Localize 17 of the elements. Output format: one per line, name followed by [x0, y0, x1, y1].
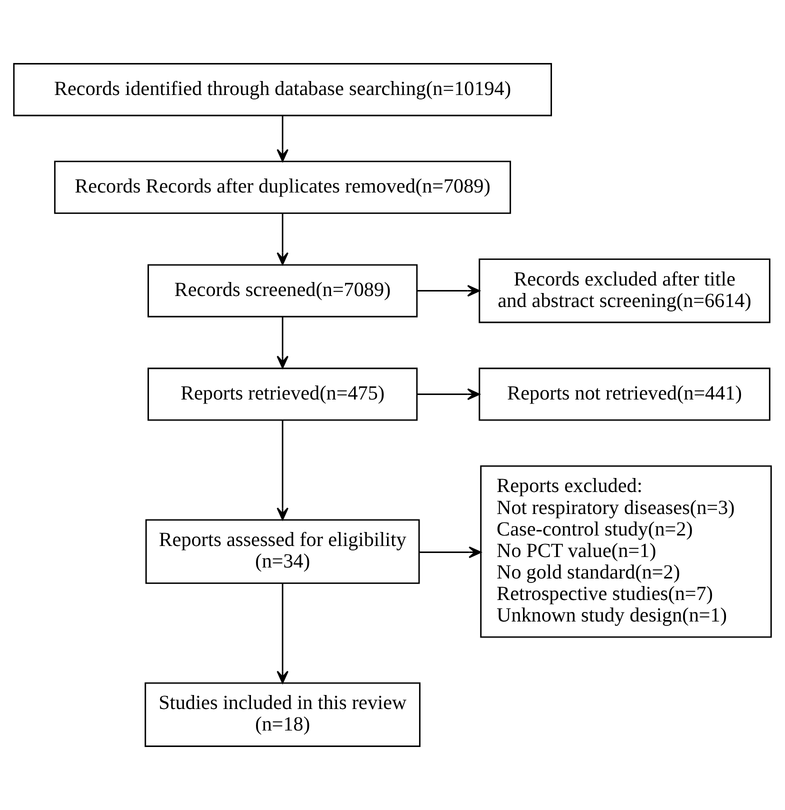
node-box: Reports retrieved(n=475) [148, 368, 418, 421]
node-box: Records Records after duplicates removed(n=7089) [54, 160, 512, 214]
node-box: Records screened(n=7089) [148, 264, 418, 318]
node-box: Records excluded after title and abstract screening(n=6614) [478, 258, 770, 324]
arrow [276, 213, 288, 266]
arrow [276, 420, 288, 520]
arrow [276, 583, 288, 684]
arrow [417, 284, 480, 297]
arrow [417, 388, 480, 400]
node-box: Records identified through database searching(n=10194) [13, 63, 552, 116]
node-box: Studies included in this review (n=18) [144, 682, 421, 747]
arrow [276, 116, 288, 162]
arrow [419, 546, 482, 558]
node-box: Reports assessed for eligibility (n=34) [145, 519, 420, 584]
node-box: Reports excluded: Not respiratory diseases(n=3) Case-control study(n=2) No PCT value(n=1) No gold standard(n=2) Retrospective studies(n=7) Unknown study design(n=1) [480, 465, 772, 638]
node-box: Reports not retrieved(n=441) [478, 368, 770, 421]
arrow [276, 316, 288, 368]
